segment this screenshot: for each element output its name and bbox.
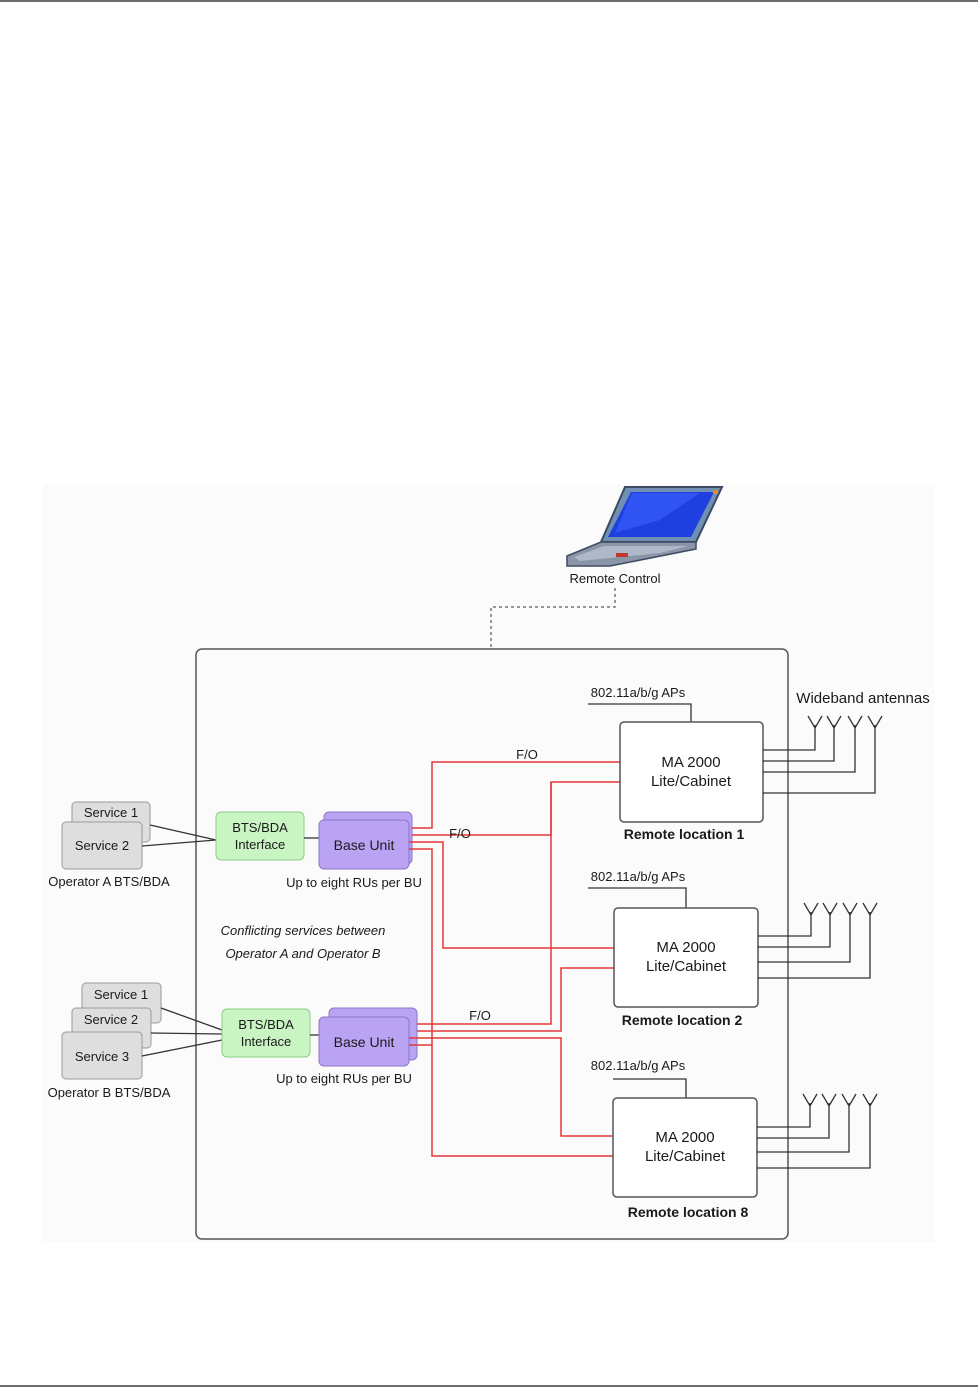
antenna-icon bbox=[862, 1093, 878, 1108]
wideband-antennas-label: Wideband antennas bbox=[796, 690, 929, 707]
antenna-icon bbox=[826, 715, 842, 730]
ru-note: Up to eight RUs per BU bbox=[286, 875, 422, 890]
remote-unit-box bbox=[613, 907, 759, 1008]
remote-unit-box bbox=[619, 721, 764, 823]
ru-note: Up to eight RUs per BU bbox=[276, 1071, 412, 1086]
antenna-icon bbox=[841, 1093, 857, 1108]
system-enclosure bbox=[195, 648, 789, 1240]
antenna-icon bbox=[803, 902, 819, 917]
antenna-set-2 bbox=[758, 902, 878, 979]
aps-label: 802.11a/b/g APs bbox=[591, 1058, 686, 1073]
base-unit-label: Base Unit bbox=[334, 1034, 395, 1050]
interface-label: Interface bbox=[235, 837, 286, 852]
fiber-links bbox=[409, 761, 620, 1157]
conflict-note-line: Conflicting services between bbox=[221, 923, 386, 938]
base-unit bbox=[318, 1016, 410, 1067]
operator-caption: Operator B BTS/BDA bbox=[48, 1085, 171, 1100]
remote-unit-8: 802.11a/b/g APs MA 2000 Lite/Cabinet Rem… bbox=[591, 1058, 758, 1220]
antenna-icon bbox=[847, 715, 863, 730]
remote-location-caption: Remote location 2 bbox=[622, 1012, 743, 1028]
fo-label: F/O bbox=[516, 747, 538, 762]
antenna-icon bbox=[842, 902, 858, 917]
antenna-icon bbox=[802, 1093, 818, 1108]
bts-bda-interface bbox=[215, 811, 305, 861]
operator-a-group: Service 1 Service 2 Operator A BTS/BDA B… bbox=[48, 801, 422, 890]
service-label: Service 2 bbox=[75, 838, 129, 853]
aps-label: 802.11a/b/g APs bbox=[591, 685, 686, 700]
interface-label: BTS/BDA bbox=[238, 1017, 294, 1032]
remote-unit-box bbox=[612, 1097, 758, 1198]
remote-unit-title: MA 2000 bbox=[655, 1129, 714, 1146]
remote-unit-title: Lite/Cabinet bbox=[651, 773, 732, 790]
antenna-icon bbox=[821, 1093, 837, 1108]
remote-unit-title: MA 2000 bbox=[661, 754, 720, 771]
laptop-label: Remote Control bbox=[569, 571, 660, 586]
remote-unit-2: 802.11a/b/g APs MA 2000 Lite/Cabinet Rem… bbox=[588, 869, 759, 1028]
antenna-set-1 bbox=[763, 715, 883, 794]
service-label: Service 3 bbox=[75, 1049, 129, 1064]
control-link bbox=[490, 588, 616, 647]
antenna-icon bbox=[862, 902, 878, 917]
bottom-rule bbox=[0, 1385, 978, 1387]
remote-unit-1: 802.11a/b/g APs MA 2000 Lite/Cabinet Rem… bbox=[588, 685, 764, 842]
antenna-icon bbox=[822, 902, 838, 917]
service-label: Service 1 bbox=[94, 987, 148, 1002]
top-rule bbox=[0, 0, 978, 2]
aps-label: 802.11a/b/g APs bbox=[591, 869, 686, 884]
remote-unit-title: Lite/Cabinet bbox=[646, 958, 727, 975]
remote-unit-title: MA 2000 bbox=[656, 939, 715, 956]
remote-location-caption: Remote location 1 bbox=[624, 826, 745, 842]
operator-b-group: Service 1 Service 2 Service 3 Operator B… bbox=[48, 982, 418, 1100]
fo-label: F/O bbox=[449, 826, 471, 841]
antenna-set-8 bbox=[757, 1093, 878, 1169]
bts-bda-interface bbox=[221, 1008, 311, 1058]
base-unit-label: Base Unit bbox=[334, 837, 395, 853]
interface-label: Interface bbox=[241, 1034, 292, 1049]
operator-caption: Operator A BTS/BDA bbox=[48, 874, 170, 889]
interface-label: BTS/BDA bbox=[232, 820, 288, 835]
conflict-note-line: Operator A and Operator B bbox=[225, 946, 380, 961]
figure-background bbox=[43, 484, 935, 1242]
fo-label: F/O bbox=[469, 1008, 491, 1023]
remote-unit-title: Lite/Cabinet bbox=[645, 1148, 726, 1165]
service-label: Service 1 bbox=[84, 805, 138, 820]
service-label: Service 2 bbox=[84, 1012, 138, 1027]
antenna-icon bbox=[867, 715, 883, 730]
antenna-icon bbox=[807, 715, 823, 730]
laptop-icon: Remote Control bbox=[566, 486, 724, 586]
remote-location-caption: Remote location 8 bbox=[628, 1204, 749, 1220]
base-unit bbox=[318, 819, 410, 870]
